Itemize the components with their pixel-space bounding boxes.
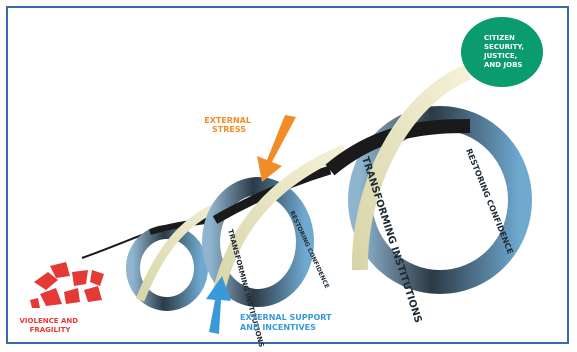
- external-stress-line-1: EXTERNAL: [204, 116, 251, 125]
- start-label-line-2: FRAGILITY: [30, 326, 72, 334]
- goal-line-3: JUSTICE,: [483, 52, 517, 60]
- goal-label: CITIZEN SECURITY, JUSTICE, AND JOBS: [483, 34, 526, 69]
- external-support-line-2: AND INCENTIVES: [240, 323, 316, 332]
- external-support-arrow: [206, 276, 231, 334]
- external-support-line-1: EXTERNAL SUPPORT: [240, 313, 332, 322]
- external-support-label: EXTERNAL SUPPORT AND INCENTIVES: [240, 313, 334, 332]
- goal-line-4: AND JOBS: [484, 61, 522, 69]
- external-stress-line-2: STRESS: [212, 125, 246, 134]
- goal-line-1: CITIZEN: [484, 34, 515, 42]
- spiral-loop-3: TRANSFORMING INSTITUTIONS RESTORING CONF…: [325, 64, 532, 324]
- external-stress-arrow: [257, 115, 296, 182]
- goal-circle: CITIZEN SECURITY, JUSTICE, AND JOBS: [461, 17, 543, 87]
- violence-fragility-shards: [30, 262, 104, 308]
- start-label: VIOLENCE AND FRAGILITY: [20, 317, 81, 334]
- external-stress-label: EXTERNAL STRESS: [204, 116, 254, 134]
- goal-line-2: SECURITY,: [484, 43, 524, 51]
- start-label-line-1: VIOLENCE AND: [20, 317, 79, 325]
